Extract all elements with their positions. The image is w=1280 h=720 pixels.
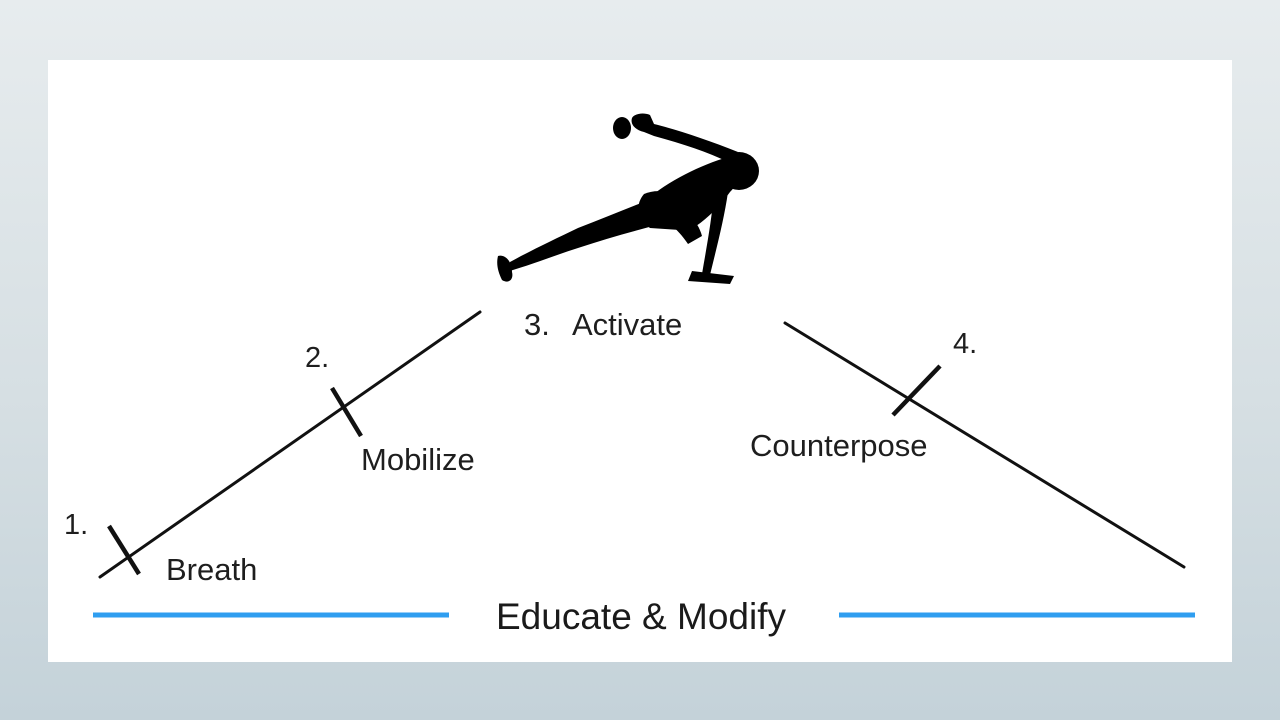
step-4-number: 4. [953,328,978,360]
step-1-number: 1. [64,509,89,541]
step-4-label: Counterpose [750,428,928,463]
progression-diagram [93,113,1195,618]
slide-canvas: 1. Breath 2. Mobilize 3. Activate 4. Cou… [48,60,1232,662]
descending-line [783,321,1186,569]
step-4-tick [891,364,942,417]
ascending-line [98,310,482,579]
step-3-label: Activate [572,307,683,342]
footer-label: Educate & Modify [496,596,786,637]
step-1-label: Breath [166,552,258,587]
step-1-tick [107,524,141,576]
person-lunge-silhouette-icon [497,113,759,284]
step-2-number: 2. [305,342,330,374]
step-2-label: Mobilize [361,442,475,477]
step-2-tick [330,386,363,438]
step-3-number: 3. [524,307,550,342]
